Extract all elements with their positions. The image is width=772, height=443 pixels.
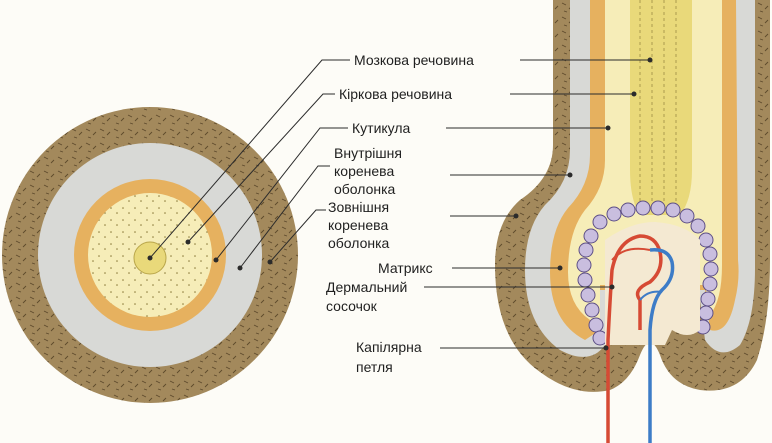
fol-medulla-marker [648,58,653,63]
fol-cortex-marker [632,92,637,97]
follicle-medulla [630,0,692,215]
label-capillary-1: Капілярна [356,339,422,355]
fol-cuticle-marker [606,126,611,131]
fol-inner-sheath-marker [568,173,573,178]
fol-papilla-marker [610,285,615,290]
fol-outer-sheath-marker [514,214,519,219]
label-inner-sheath-1: Внутрішня [334,145,402,161]
labels: Мозкова речовина Кіркова речовина Кутику… [326,52,474,375]
cross-section [2,107,298,403]
follicle-longitudinal [495,0,770,443]
fol-matrix-marker [558,266,563,271]
label-inner-sheath-3: оболонка [334,181,396,197]
label-medulla: Мозкова речовина [354,52,474,68]
label-capillary-2: петля [356,359,393,375]
label-papilla-2: сосочок [326,298,378,314]
label-matrix: Матрикс [378,260,433,276]
label-inner-sheath-2: коренева [334,163,394,179]
label-cuticle: Кутикула [352,120,411,136]
label-outer-sheath-1: Зовнішня [328,199,389,215]
label-cortex: Кіркова речовина [339,86,452,102]
label-outer-sheath-3: оболонка [328,235,390,251]
label-outer-sheath-2: коренева [328,217,388,233]
label-papilla-1: Дермальний [326,279,407,295]
fol-capillary-marker [604,346,609,351]
